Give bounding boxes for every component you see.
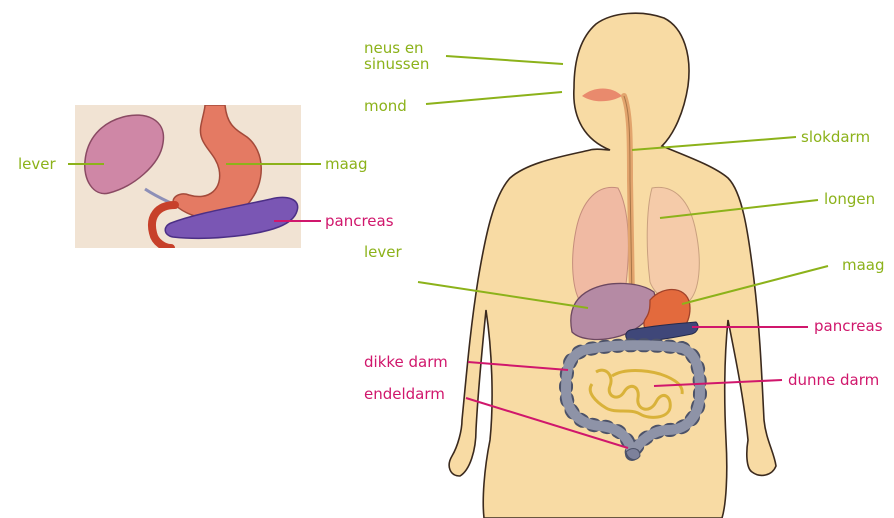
label-maag: maag — [842, 257, 885, 273]
leader-neus — [446, 56, 563, 64]
label-mond: mond — [364, 98, 407, 114]
label-longen: longen — [824, 191, 875, 207]
label-neus-en: neus en — [364, 40, 424, 56]
label-pancreas: pancreas — [814, 318, 883, 334]
label-dunne-darm: dunne darm — [788, 372, 879, 388]
inset-label-lever: lever — [18, 156, 56, 172]
label-sinussen: sinussen — [364, 56, 429, 72]
leader-mond — [426, 92, 562, 104]
label-lever: lever — [364, 244, 402, 260]
inset-label-pancreas: pancreas — [325, 213, 394, 229]
label-slokdarm: slokdarm — [801, 129, 870, 145]
inset-label-maag: maag — [325, 156, 368, 172]
label-endeldarm: endeldarm — [364, 386, 445, 402]
label-dikke-darm: dikke darm — [364, 354, 448, 370]
